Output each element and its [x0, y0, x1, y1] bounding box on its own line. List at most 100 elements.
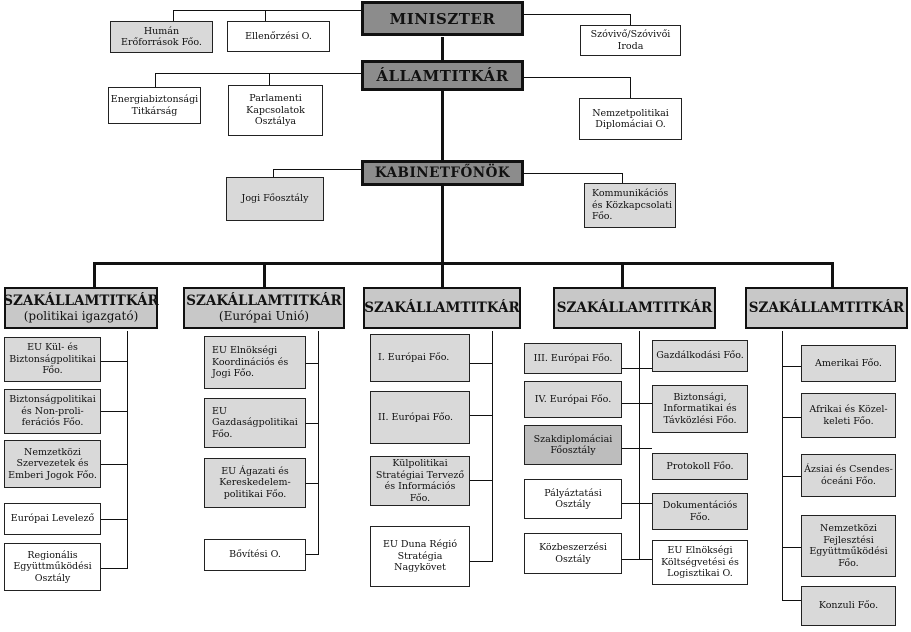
connector-line	[101, 361, 128, 362]
connector-line	[263, 262, 266, 288]
connector-line	[101, 411, 128, 412]
unit-box: Regionális Együttműködési Osztály	[4, 543, 101, 591]
connector-line	[831, 262, 834, 288]
connector-line	[630, 77, 631, 99]
connector-line	[441, 91, 444, 161]
connector-line	[306, 554, 319, 555]
connector-line	[524, 14, 631, 15]
kommunikacios-box: Kommunikációs és Közkapcsolati Főo.	[584, 183, 676, 228]
connector-line	[93, 262, 833, 265]
connector-line	[155, 73, 156, 88]
human-eroforrasok-box: Humán Erőforrások Főo.	[110, 21, 213, 53]
connector-line	[93, 262, 96, 288]
connector-line	[622, 448, 652, 449]
connector-line	[524, 173, 623, 174]
section-title: SZAKÁLLAMTITKÁR	[748, 300, 905, 316]
connector-line	[622, 503, 652, 504]
unit-box: Nemzetközi Szervezetek és Emberi Jogok F…	[4, 440, 101, 488]
parlamenti-box: Parlamenti Kapcsolatok Osztálya	[228, 85, 323, 136]
unit-box: EU Elnökségi Költségvetési és Logisztika…	[652, 540, 748, 585]
connector-line	[306, 363, 319, 364]
connector-line	[782, 366, 801, 367]
unit-box: Ázsiai és Csendes- óceáni Főo.	[801, 454, 896, 497]
szakallamtitkar-3: SZAKÁLLAMTITKÁR	[363, 287, 521, 329]
kabinetfonok-box: KABINETFŐNÖK	[361, 160, 524, 186]
connector-line	[441, 37, 444, 61]
unit-box: Konzuli Főo.	[801, 586, 896, 626]
connector-line	[173, 10, 174, 22]
miniszter-box: MINISZTER	[361, 1, 524, 36]
connector-line	[630, 14, 631, 26]
unit-box: Közbeszerzési Osztály	[524, 533, 622, 574]
section-title: SZAKÁLLAMTITKÁR	[186, 293, 342, 309]
unit-box: EU Elnökségi Koordinációs és Jogi Főo.	[204, 336, 306, 389]
unit-box: Bővítési O.	[204, 539, 306, 571]
unit-box: Külpolitikai Stratégiai Tervező és Infor…	[370, 456, 470, 506]
allamtitkar-box: ÁLLAMTITKÁR	[361, 60, 524, 91]
connector-line	[621, 262, 624, 288]
connector-line	[441, 262, 444, 288]
szakallamtitkar-politikai: SZAKÁLLAMTITKÁR (politikai igazgató)	[3, 287, 159, 329]
connector-line	[441, 186, 444, 264]
connector-line	[622, 173, 623, 184]
connector-line	[470, 415, 493, 416]
unit-box: Szakdiplomáciai Főosztály	[524, 425, 622, 465]
section-subtitle: (Európai Unió)	[218, 309, 310, 323]
unit-box: EU Kül- és Biztonságpolitikai Főo.	[4, 337, 101, 382]
connector-line	[524, 77, 631, 78]
szovivo-box: Szóvivő/Szóvivői Iroda	[580, 25, 681, 56]
connector-line	[306, 483, 319, 484]
unit-box: Afrikai és Közel- keleti Főo.	[801, 393, 896, 438]
connector-line	[782, 476, 801, 477]
unit-box: EU Gazdaságpolitikai Főo.	[204, 398, 306, 448]
unit-box: Nemzetközi Fejlesztési Együttműködési Fő…	[801, 515, 896, 577]
unit-box: II. Európai Főo.	[370, 391, 470, 444]
unit-box: EU Duna Régió Stratégia Nagykövet	[370, 526, 470, 587]
unit-box: I. Európai Főo.	[370, 334, 470, 382]
szakallamtitkar-4: SZAKÁLLAMTITKÁR	[553, 287, 716, 329]
connector-line	[470, 561, 493, 562]
connector-line	[101, 519, 128, 520]
unit-box: III. Európai Főo.	[524, 343, 622, 374]
szakallamtitkar-5: SZAKÁLLAMTITKÁR	[745, 287, 908, 329]
unit-box: Dokumentációs Főo.	[652, 493, 748, 530]
connector-line	[265, 10, 266, 22]
connector-line	[155, 73, 361, 74]
unit-box: Gazdálkodási Főo.	[652, 340, 748, 372]
unit-box: Pályáztatási Osztály	[524, 479, 622, 519]
unit-box: IV. Európai Főo.	[524, 381, 622, 418]
connector-line	[639, 331, 640, 560]
nemzetpolitikai-box: Nemzetpolitikai Diplomáciai O.	[579, 98, 682, 140]
unit-box: Biztonságpolitikai és Non-proli- feráció…	[4, 389, 101, 434]
connector-line	[127, 331, 128, 569]
unit-box: Protokoll Főo.	[652, 453, 748, 480]
unit-box: EU Ágazati és Kereskedelem- politikai Fő…	[204, 458, 306, 508]
connector-line	[101, 464, 128, 465]
szakallamtitkar-eu: SZAKÁLLAMTITKÁR (Európai Unió)	[183, 287, 345, 329]
connector-line	[782, 600, 801, 601]
connector-line	[470, 363, 493, 364]
connector-line	[273, 169, 361, 170]
connector-line	[622, 403, 652, 404]
connector-line	[782, 417, 801, 418]
connector-line	[269, 73, 270, 86]
section-title: SZAKÁLLAMTITKÁR	[364, 300, 520, 316]
section-subtitle: (politikai igazgató)	[23, 309, 139, 323]
connector-line	[470, 480, 493, 481]
connector-line	[492, 331, 493, 562]
connector-line	[622, 368, 652, 369]
connector-line	[782, 547, 801, 548]
connector-line	[101, 568, 128, 569]
unit-box: Európai Levelező	[4, 503, 101, 535]
connector-line	[782, 331, 783, 601]
connector-line	[318, 331, 319, 555]
connector-line	[173, 10, 361, 11]
unit-box: Amerikai Főo.	[801, 345, 896, 382]
connector-line	[306, 423, 319, 424]
unit-box: Biztonsági, Informatikai és Távközlési F…	[652, 385, 748, 433]
jogi-foosztaly-box: Jogi Főosztály	[226, 177, 324, 221]
connector-line	[622, 559, 652, 560]
energiabiztonsagi-box: Energiabiztonsági Titkárság	[108, 87, 201, 124]
connector-line	[273, 169, 274, 178]
